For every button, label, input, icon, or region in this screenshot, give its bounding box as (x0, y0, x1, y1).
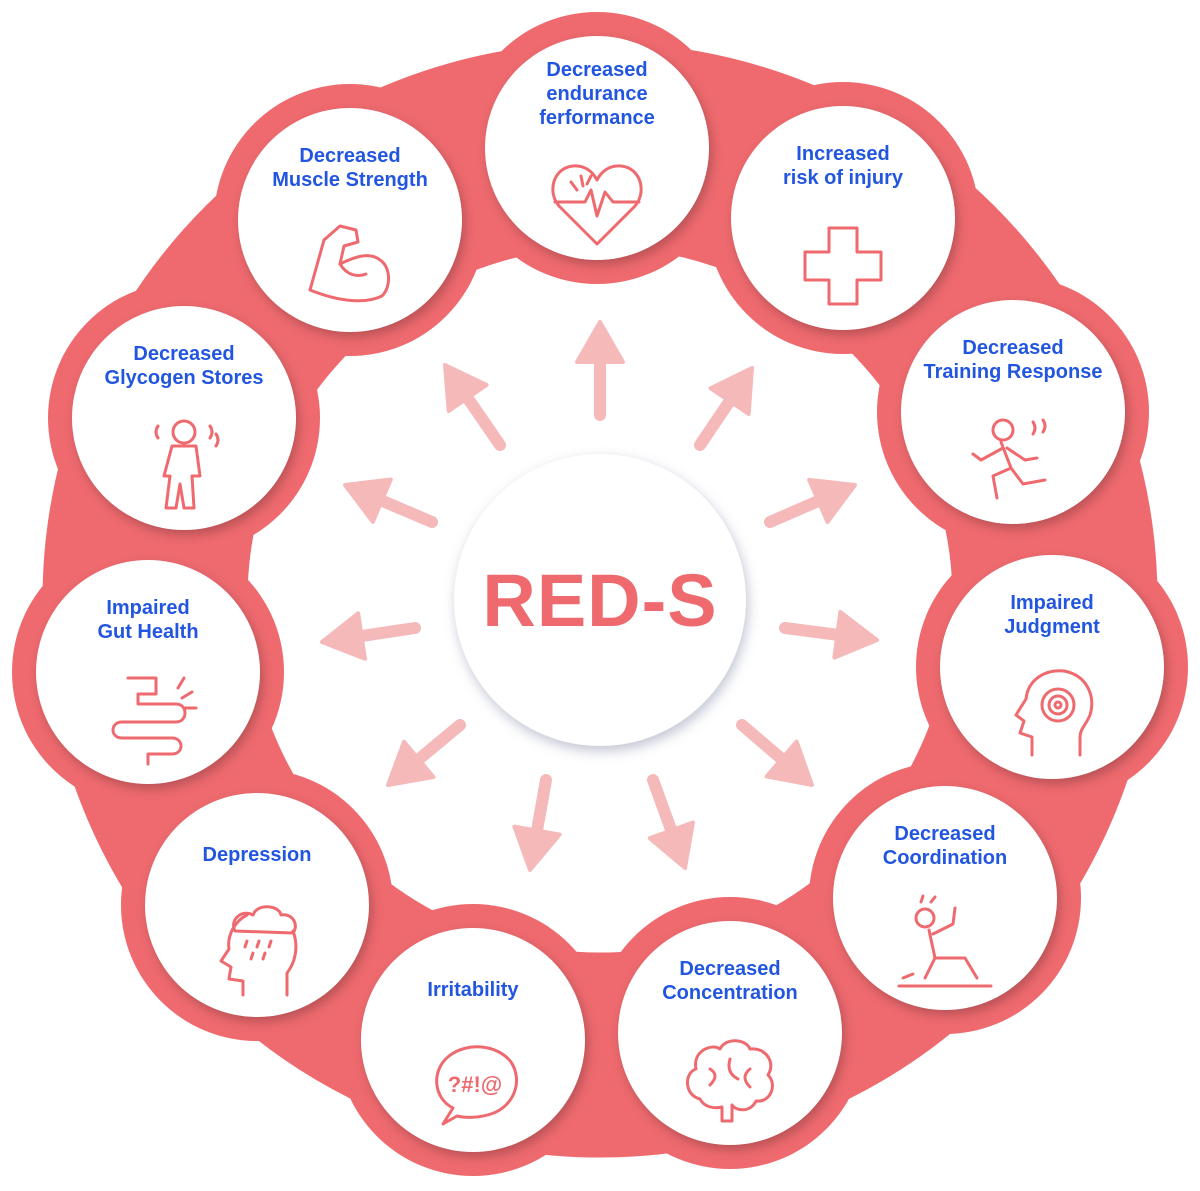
center-title: RED-S (482, 558, 718, 642)
arrow (779, 610, 879, 660)
heart-pulse-icon (551, 164, 643, 246)
tired-runner-icon (971, 418, 1047, 500)
node-label: Decreased Coordination (882, 823, 1008, 869)
node-label: Increased risk of injury (782, 143, 904, 189)
arrow (386, 719, 466, 787)
arrow (575, 320, 625, 421)
rain-cloud-head-icon (219, 905, 298, 997)
node-label: Irritability (427, 979, 519, 1001)
arrow (443, 363, 506, 451)
node-medical-cross: Increased risk of injury (731, 106, 955, 330)
node-angry-speech-bubble: Irritability ?#!@ (361, 928, 585, 1152)
intestine-icon (111, 676, 198, 766)
node-falling-person: Decreased Coordination (833, 786, 1057, 1010)
center-circle: RED-S (454, 454, 746, 746)
node-flexed-arm: Decreased Muscle Strength (238, 108, 462, 332)
node-label: Decreased Glycogen Stores (104, 343, 264, 389)
node-label: Impaired Gut Health (97, 597, 199, 643)
medical-cross-icon (803, 226, 883, 306)
falling-person-icon (897, 894, 993, 988)
node-intestine: Impaired Gut Health (36, 560, 260, 784)
node-label: Impaired Judgment (1004, 592, 1100, 638)
arrow (512, 774, 562, 872)
node-exhausted-person: Decreased Glycogen Stores (72, 306, 296, 530)
arrow (764, 477, 857, 528)
node-spiral-head: Impaired Judgment (940, 555, 1164, 779)
node-brain: Decreased Concentration (618, 921, 842, 1145)
node-heart-pulse: Decreased endurance ferformance (485, 36, 709, 260)
arrow (736, 719, 814, 787)
exhausted-person-icon (154, 419, 220, 510)
node-tired-runner: Decreased Training Response (901, 300, 1125, 524)
arrow (694, 366, 754, 451)
spiral-head-icon (1014, 669, 1094, 757)
flexed-arm-icon (308, 224, 390, 303)
node-label: Decreased Concentration (662, 958, 798, 1004)
arrow (647, 774, 695, 870)
node-label: Decreased endurance ferformance (539, 59, 655, 129)
node-label: Decreased Training Response (923, 337, 1103, 383)
node-rain-cloud-head: Depression (145, 793, 369, 1017)
node-label: Decreased Muscle Strength (272, 145, 428, 191)
irritability-symbols: ?#!@ (448, 1072, 502, 1097)
angry-speech-bubble-icon: ?#!@ (435, 1045, 518, 1126)
arrow (320, 611, 421, 661)
arrow (343, 477, 438, 528)
node-label: Depression (202, 844, 312, 866)
brain-icon (686, 1039, 774, 1123)
